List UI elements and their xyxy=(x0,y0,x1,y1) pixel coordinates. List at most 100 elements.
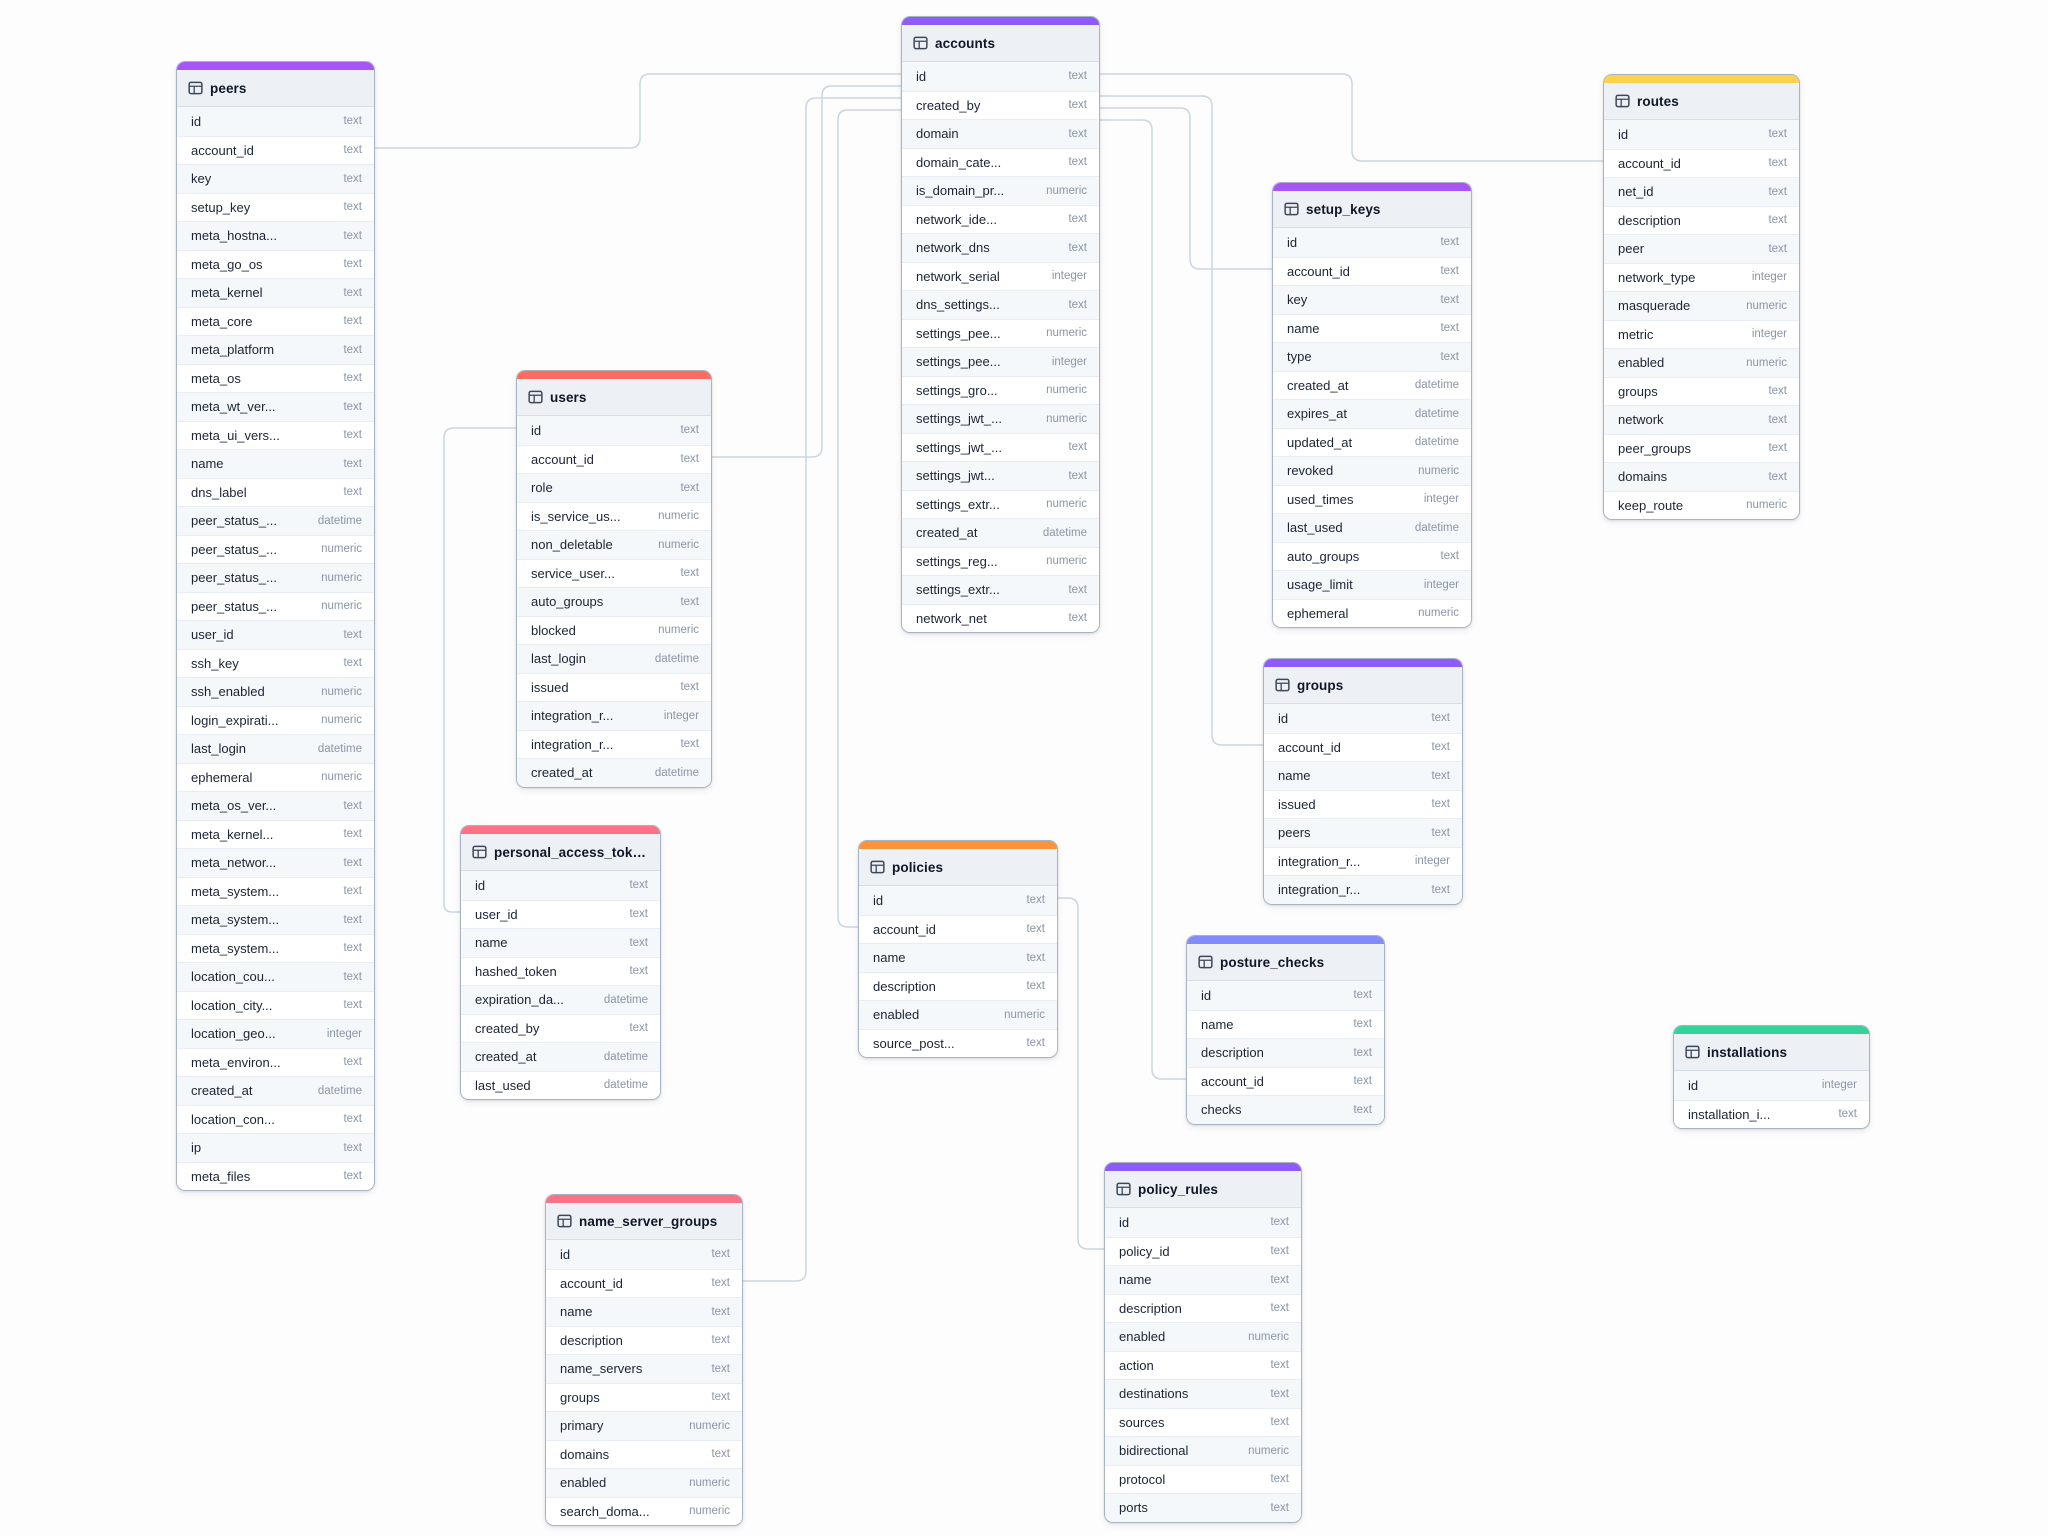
field-type: numeric xyxy=(1418,607,1459,620)
table-users[interactable]: users id text account_id text role text … xyxy=(516,370,712,788)
field-name: usage_limit xyxy=(1287,577,1353,593)
field-type: integer xyxy=(1414,855,1450,868)
table-color-bar xyxy=(461,826,660,834)
table-grid-icon xyxy=(1116,1182,1131,1196)
table-row: meta_files text xyxy=(177,1161,374,1190)
table-header[interactable]: accounts xyxy=(902,25,1099,62)
field-name: expiration_da... xyxy=(475,992,564,1008)
field-type: text xyxy=(1768,442,1787,455)
table-row: meta_go_os text xyxy=(177,249,374,278)
table-header[interactable]: groups xyxy=(1264,667,1462,704)
table-row: meta_system... text xyxy=(177,905,374,934)
table-grid-icon xyxy=(528,390,543,404)
table-header[interactable]: policy_rules xyxy=(1105,1171,1301,1208)
field-type: numeric xyxy=(321,771,362,784)
table-grid-icon xyxy=(870,860,885,874)
table-accounts[interactable]: accounts id text created_by text domain … xyxy=(901,16,1100,633)
field-name: id xyxy=(191,113,202,129)
field-type: integer xyxy=(1821,1079,1857,1092)
table-row: description text xyxy=(1187,1038,1384,1067)
table-header[interactable]: posture_checks xyxy=(1187,944,1384,981)
table-policies[interactable]: policies id text account_id text name te… xyxy=(858,840,1058,1058)
table-row: issued text xyxy=(1264,789,1462,818)
table-rows: id text account_id text name text issued… xyxy=(1264,704,1462,904)
field-type: text xyxy=(1026,1037,1045,1050)
table-header[interactable]: routes xyxy=(1604,83,1799,120)
table-header[interactable]: installations xyxy=(1674,1034,1869,1071)
field-type: datetime xyxy=(603,993,648,1006)
table-header[interactable]: name_server_groups xyxy=(546,1203,742,1240)
table-row: description text xyxy=(859,971,1057,1000)
field-type: text xyxy=(343,486,362,499)
table-policy_rules[interactable]: policy_rules id text policy_id text name… xyxy=(1104,1162,1302,1523)
table-personal_access_tokens[interactable]: personal_access_tokens id text user_id t… xyxy=(460,825,661,1100)
field-name: account_id xyxy=(1278,739,1341,755)
field-name: peer_groups xyxy=(1618,440,1691,456)
table-posture_checks[interactable]: posture_checks id text name text descrip… xyxy=(1186,935,1385,1125)
field-type: integer xyxy=(326,1027,362,1040)
field-name: user_id xyxy=(191,627,234,643)
table-row: meta_wt_ver... text xyxy=(177,392,374,421)
field-type: datetime xyxy=(603,1050,648,1063)
field-type: text xyxy=(343,799,362,812)
table-header[interactable]: setup_keys xyxy=(1273,191,1471,228)
table-header[interactable]: users xyxy=(517,379,711,416)
table-title: installations xyxy=(1707,1044,1788,1060)
field-type: text xyxy=(1440,350,1459,363)
field-type: datetime xyxy=(1042,526,1087,539)
table-grid-icon xyxy=(1284,202,1299,216)
field-type: text xyxy=(343,856,362,869)
field-type: text xyxy=(1026,923,1045,936)
table-row: created_at datetime xyxy=(517,758,711,787)
table-row: meta_system... text xyxy=(177,876,374,905)
field-name: meta_ui_vers... xyxy=(191,427,280,443)
table-header[interactable]: personal_access_tokens xyxy=(461,834,660,871)
table-row: usage_limit integer xyxy=(1273,570,1471,599)
table-row: dns_settings... text xyxy=(902,290,1099,319)
field-type: text xyxy=(629,1022,648,1035)
table-row: meta_networ... text xyxy=(177,848,374,877)
table-row: ip text xyxy=(177,1133,374,1162)
table-header[interactable]: peers xyxy=(177,70,374,107)
field-type: numeric xyxy=(1046,555,1087,568)
field-type: text xyxy=(1270,1245,1289,1258)
table-row: settings_pee... numeric xyxy=(902,318,1099,347)
field-name: network xyxy=(1618,412,1664,428)
field-type: numeric xyxy=(1046,184,1087,197)
table-installations[interactable]: installations id integer installation_i.… xyxy=(1673,1025,1870,1129)
field-type: text xyxy=(343,942,362,955)
table-routes[interactable]: routes id text account_id text net_id te… xyxy=(1603,74,1800,520)
table-rows: id text policy_id text name text descrip… xyxy=(1105,1208,1301,1522)
table-name_server_groups[interactable]: name_server_groups id text account_id te… xyxy=(545,1194,743,1526)
field-type: text xyxy=(1068,612,1087,625)
table-color-bar xyxy=(1187,936,1384,944)
table-rows: id text account_id text key text name te… xyxy=(1273,228,1471,627)
field-type: numeric xyxy=(1418,464,1459,477)
field-name: account_id xyxy=(873,921,936,937)
field-name: metric xyxy=(1618,326,1654,342)
table-header[interactable]: policies xyxy=(859,849,1057,886)
table-setup_keys[interactable]: setup_keys id text account_id text key t… xyxy=(1272,182,1472,628)
field-name: id xyxy=(1119,1214,1130,1230)
table-row: created_at datetime xyxy=(1273,370,1471,399)
table-title: groups xyxy=(1297,677,1344,693)
field-name: network_dns xyxy=(916,240,990,256)
field-name: domain_cate... xyxy=(916,154,1002,170)
field-name: account_id xyxy=(560,1275,623,1291)
field-type: numeric xyxy=(1046,412,1087,425)
table-row: last_used datetime xyxy=(461,1070,660,1099)
table-row: is_domain_pr... numeric xyxy=(902,176,1099,205)
field-type: text xyxy=(1768,185,1787,198)
table-row: settings_jwt_... text xyxy=(902,432,1099,461)
field-type: text xyxy=(1440,265,1459,278)
field-type: text xyxy=(343,885,362,898)
field-type: numeric xyxy=(321,714,362,727)
field-name: revoked xyxy=(1287,463,1334,479)
table-peers[interactable]: peers id text account_id text key text s… xyxy=(176,61,375,1191)
table-groups[interactable]: groups id text account_id text name text… xyxy=(1263,658,1463,905)
field-type: text xyxy=(1026,951,1045,964)
table-row: settings_reg... numeric xyxy=(902,546,1099,575)
table-title: posture_checks xyxy=(1220,954,1325,970)
field-type: text xyxy=(1768,128,1787,141)
